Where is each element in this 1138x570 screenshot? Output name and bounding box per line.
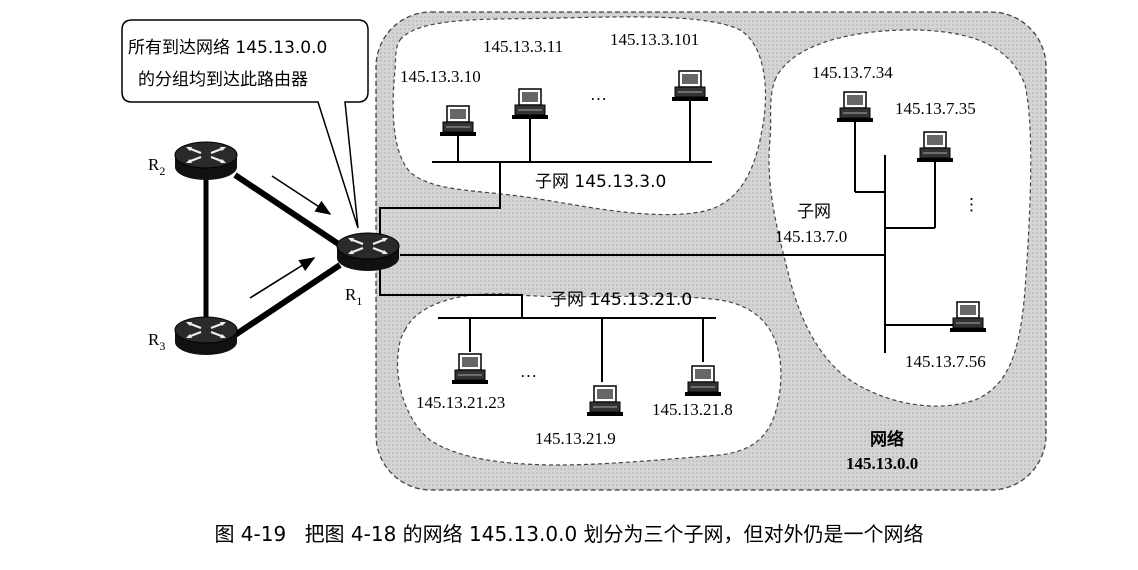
network-label-line2: 145.13.0.0 — [846, 454, 918, 473]
r3-label: R3 — [148, 330, 165, 353]
subnet-3-ellipsis: … — [590, 85, 607, 104]
caption-number: 图 4-19 — [214, 522, 287, 546]
callout-line1: 所有到达网络 145.13.0.0 — [128, 38, 327, 58]
host-label-145-13-21-8: 145.13.21.8 — [652, 400, 733, 419]
host-label-145-13-3-101: 145.13.3.101 — [610, 30, 699, 49]
figure-caption: 图 4-19 把图 4-18 的网络 145.13.0.0 划分为三个子网，但对… — [0, 518, 1138, 547]
traffic-arrows — [249, 175, 332, 299]
callout-line2: 的分组均到达此路由器 — [138, 70, 308, 90]
subnet-7-lan — [854, 122, 960, 353]
subnet-21-ellipsis: … — [520, 362, 537, 381]
r1-label: R1 — [345, 285, 362, 308]
callout-bubble — [121, 19, 369, 229]
host-label-145-13-7-34: 145.13.7.34 — [812, 63, 893, 82]
host-label-145-13-7-35: 145.13.7.35 — [895, 99, 976, 118]
subnet-7-name-line1: 子网 — [797, 202, 831, 222]
router-links — [203, 168, 342, 340]
host-label-145-13-3-10: 145.13.3.10 — [400, 67, 481, 86]
subnet-21-name: 子网 145.13.21.0 — [550, 290, 692, 310]
host-label-145-13-3-11: 145.13.3.11 — [483, 37, 563, 56]
subnet-7-name-line2: 145.13.7.0 — [775, 227, 847, 246]
router-r1-icon — [335, 231, 401, 273]
host-label-145-13-21-9: 145.13.21.9 — [535, 429, 616, 448]
r2-label: R2 — [148, 155, 165, 178]
host-label-145-13-7-56: 145.13.7.56 — [905, 352, 986, 371]
network-label-line1: 网络 — [870, 429, 904, 450]
network-diagram: R2 R3 R1 所有到达网络 145.13.0.0 的分组均到达此路由器 14… — [121, 11, 1047, 491]
subnet-21-lan — [438, 317, 716, 382]
router-r3-icon — [173, 315, 239, 357]
r1-uplinks — [379, 163, 885, 318]
caption-text: 把图 4-18 的网络 145.13.0.0 划分为三个子网，但对外仍是一个网络 — [304, 522, 924, 546]
router-r2-icon — [173, 140, 239, 182]
subnet-7-ellipsis: ⋮ — [963, 195, 980, 214]
subnet-21-region — [396, 293, 782, 466]
subnet-3-lan — [432, 100, 712, 163]
host-label-145-13-21-23: 145.13.21.23 — [416, 393, 505, 412]
subnet-3-region — [392, 16, 767, 216]
subnet-3-name: 子网 145.13.3.0 — [535, 172, 666, 192]
